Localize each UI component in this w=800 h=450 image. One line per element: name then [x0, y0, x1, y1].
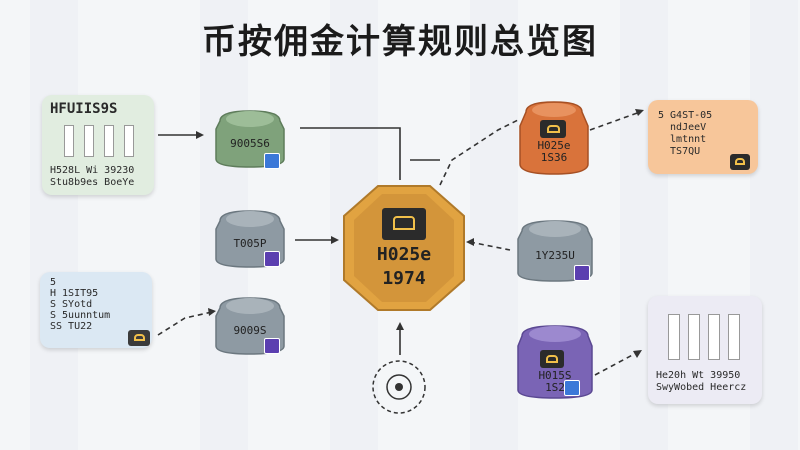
card-left-top: HFUIIS9S H528L Wi 39230 Stu8b9es BoeYe [42, 95, 154, 195]
center-node-line1: H025e [376, 244, 432, 265]
pillar-icon [124, 125, 134, 157]
lock-icon [540, 120, 566, 138]
node-grey-1-label: T005P [233, 237, 267, 250]
card-right-bottom-foot: He20h Wt 39950 SwyWobed Heercz [656, 370, 747, 393]
page-title: 币按佣金计算规则总览图 [202, 22, 598, 62]
node-grey-3: 1Y235U [514, 215, 596, 285]
node-green-label: 9005S6 [230, 137, 270, 150]
node-orange-label: H025e 1S36 [537, 139, 571, 164]
card-left-top-head: HFUIIS9S [50, 101, 118, 117]
node-orange: H025e 1S36 [516, 98, 592, 178]
card-right-top-text: 5 G4ST-05 ndJeeV lmtnnt TS7QU [658, 110, 713, 157]
node-green: 9005S6 [212, 105, 288, 171]
pillar-icon [688, 314, 700, 360]
lock-icon [382, 208, 426, 240]
node-purple: H015S 1S2 [514, 320, 596, 402]
pillar-icon [708, 314, 720, 360]
chart-badge-icon [264, 251, 280, 267]
pillar-icon [728, 314, 740, 360]
center-node-shape [343, 185, 465, 311]
chart-badge-icon [564, 380, 580, 396]
card-right-bottom: He20h Wt 39950 SwyWobed Heercz [648, 296, 762, 404]
center-node-line2: 1974 [382, 268, 426, 289]
node-grey-1: T005P [212, 205, 288, 271]
node-grey-2-label: 9009S [233, 324, 267, 337]
pillar-icon [668, 314, 680, 360]
lock-icon [540, 350, 564, 368]
node-orange-shape [519, 101, 589, 175]
card-right-top: 5 G4ST-05 ndJeeV lmtnnt TS7QU [648, 100, 758, 174]
pillar-icon [84, 125, 94, 157]
target-icon [370, 358, 428, 416]
chart-badge-icon [264, 338, 280, 354]
pillar-icon [64, 125, 74, 157]
lock-icon [128, 330, 150, 346]
node-grey-2: 9009S [212, 292, 288, 358]
pillar-icon [104, 125, 114, 157]
node-purple-label: H015S 1S2 [538, 369, 572, 394]
card-left-bottom-text: 5 H 1SIT95 S SYotd S 5uunntum SS TU22 [50, 277, 111, 332]
lock-icon [730, 154, 750, 170]
center-node: H025e 1974 [340, 182, 468, 314]
chart-badge-icon [574, 265, 590, 281]
card-left-top-foot: H528L Wi 39230 Stu8b9es BoeYe [50, 165, 135, 188]
node-grey-3-label: 1Y235U [535, 249, 575, 262]
node-grey-3-shape [517, 220, 593, 282]
card-left-bottom: 5 H 1SIT95 S SYotd S 5uunntum SS TU22 [40, 272, 152, 348]
chart-badge-icon [264, 153, 280, 169]
